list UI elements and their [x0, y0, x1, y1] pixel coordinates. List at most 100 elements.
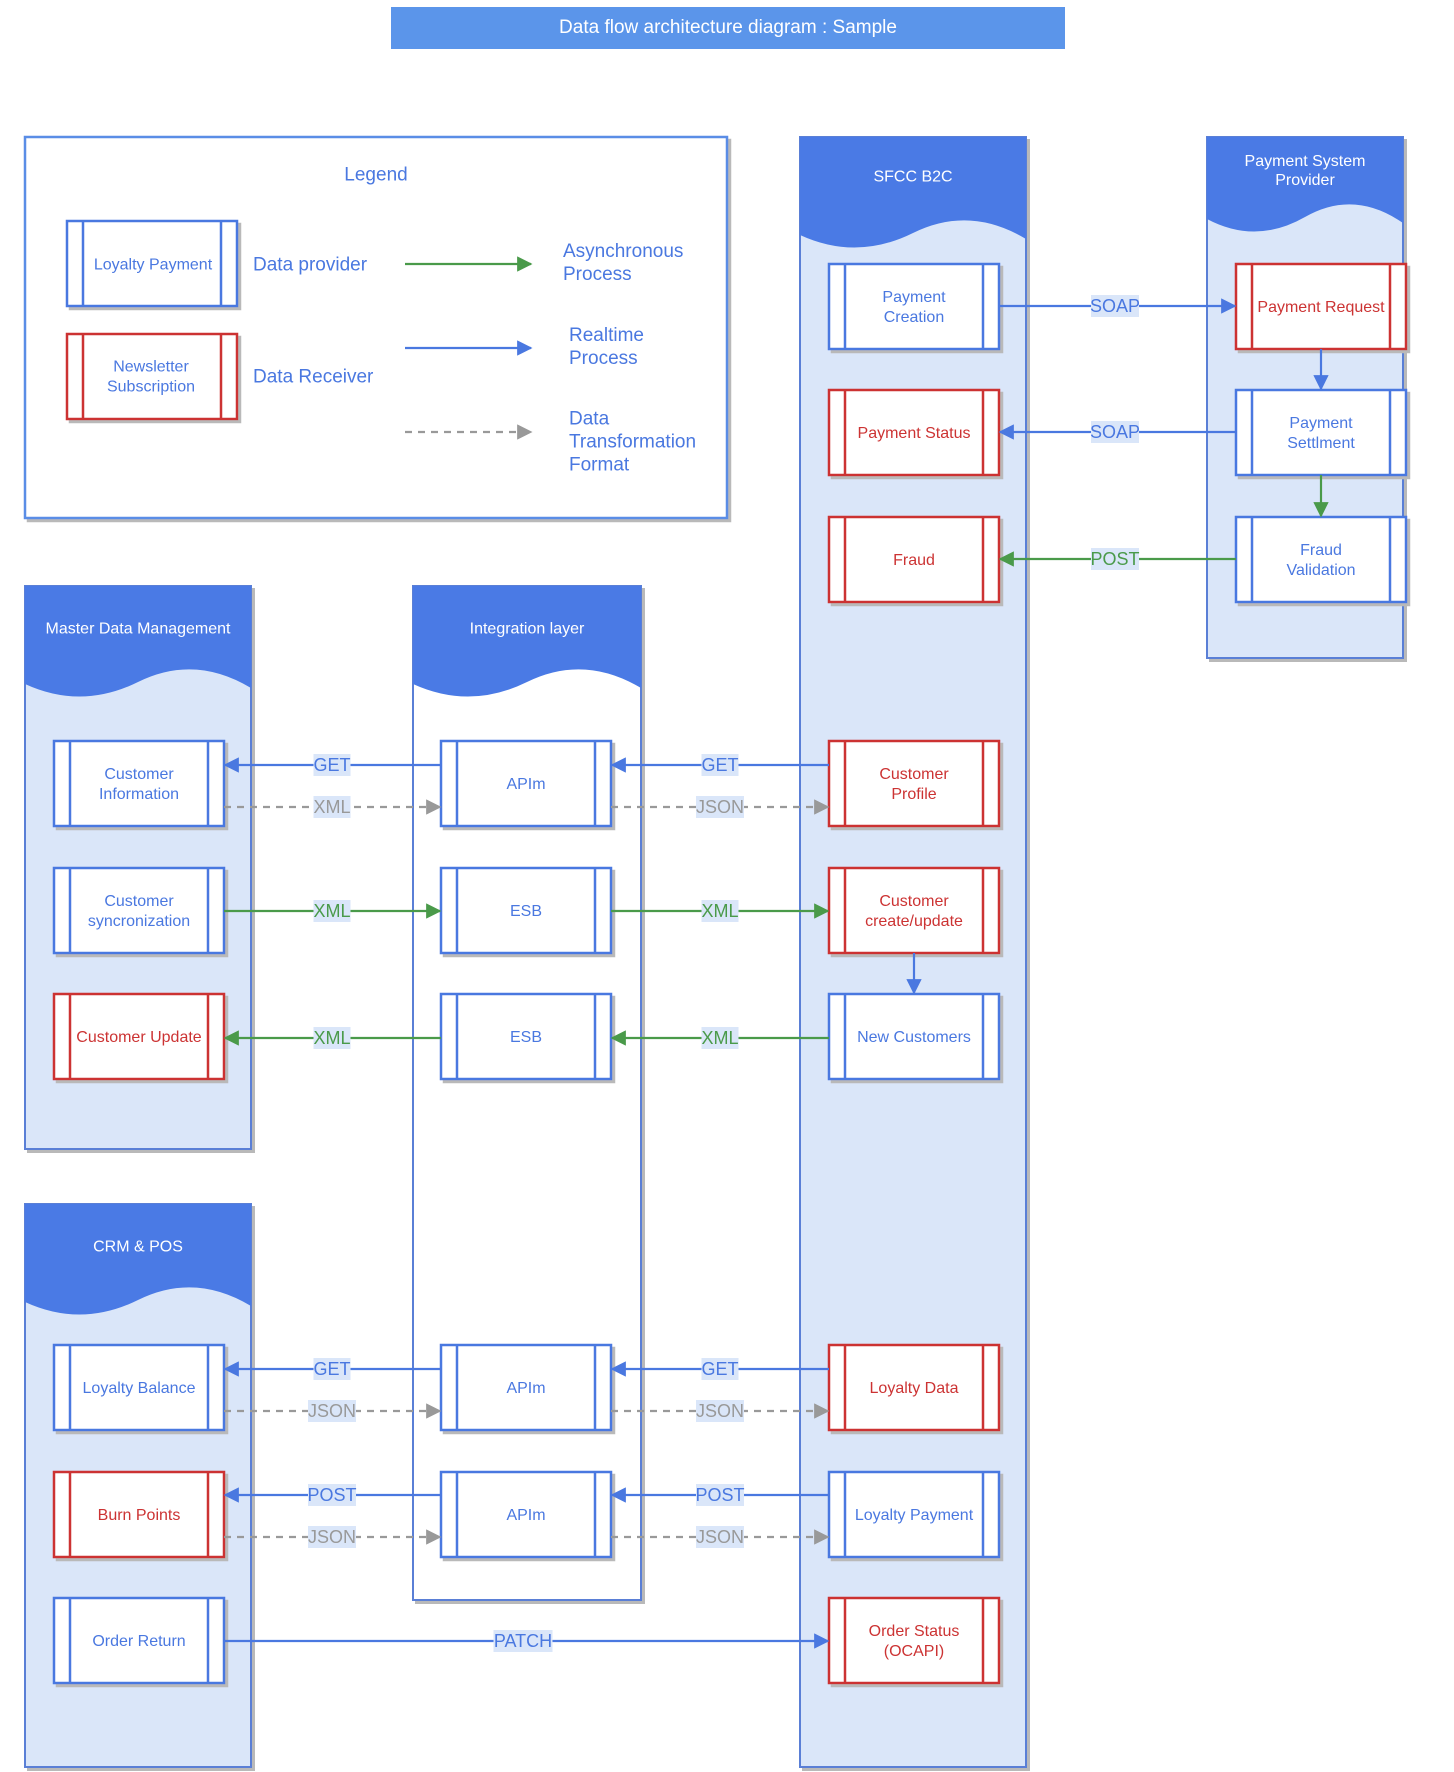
edge-apim-to-loyalty-data: JSON — [611, 1400, 830, 1422]
box-esb-1-label: ESB — [510, 903, 542, 920]
box-order-status-label: Order Status(OCAPI) — [869, 1623, 960, 1660]
legend-provider-box: Loyalty Payment — [65, 219, 239, 308]
edge-apim-to-burn-points-label: POST — [307, 1485, 356, 1505]
box-new-customers-label: New Customers — [857, 1029, 971, 1046]
edge-burn-points-to-apim: JSON — [224, 1526, 442, 1548]
box-order-return-label: Order Return — [92, 1633, 185, 1650]
box-order-return: Order Return — [52, 1596, 226, 1685]
lane-master-data-management-title: Master Data Management — [46, 621, 232, 638]
box-payment-request: Payment Request — [1234, 262, 1408, 351]
edge-loyalty-data-to-apim: GET — [610, 1358, 829, 1380]
box-customer-update: Customer Update — [52, 992, 226, 1081]
edge-apim-to-loyalty-payment: JSON — [611, 1526, 830, 1548]
edge-loyalty-balance-to-apim-label: JSON — [308, 1401, 356, 1421]
edge-new-customers-to-esb: XML — [610, 1027, 829, 1049]
box-new-customers: New Customers — [827, 992, 1001, 1081]
box-loyalty-data: Loyalty Data — [827, 1343, 1001, 1432]
legend-receiver-label: Data Receiver — [253, 367, 374, 388]
edge-fraud-validation-to-fraud-label: POST — [1090, 549, 1139, 569]
edge-customer-profile-to-apim: GET — [610, 754, 829, 776]
edge-fraud-validation-to-fraud: POST — [998, 548, 1236, 570]
box-loyalty-balance-label: Loyalty Balance — [83, 1380, 196, 1397]
lane-crm-pos-title: CRM & POS — [93, 1239, 183, 1256]
box-burn-points: Burn Points — [52, 1470, 226, 1559]
edge-customer-sync-to-esb: XML — [224, 900, 442, 922]
box-payment-status-label: Payment Status — [858, 425, 971, 442]
edge-loyalty-payment-to-apim-label: POST — [695, 1485, 744, 1505]
edge-apim-to-loyalty-payment-label: JSON — [696, 1527, 744, 1547]
edge-apim-to-loyalty-balance-label: GET — [313, 1359, 350, 1379]
box-loyalty-data-label: Loyalty Data — [870, 1380, 959, 1397]
edge-apim-to-customer-profile-label: JSON — [696, 797, 744, 817]
edge-customer-profile-to-apim-label: GET — [701, 755, 738, 775]
box-apim-3: APIm — [439, 1470, 613, 1559]
edge-esb-to-customer-create-update-label: XML — [701, 901, 738, 921]
edge-loyalty-balance-to-apim: JSON — [224, 1400, 442, 1422]
box-loyalty-balance: Loyalty Balance — [52, 1343, 226, 1432]
edge-apim-to-loyalty-balance: GET — [223, 1358, 441, 1380]
edge-apim-to-loyalty-data-label: JSON — [696, 1401, 744, 1421]
edge-esb-to-customer-create-update: XML — [611, 900, 830, 922]
box-apim-1-label: APIm — [506, 776, 545, 793]
legend-provider-label: Data provider — [253, 255, 368, 276]
edge-new-customers-to-esb-label: XML — [701, 1028, 738, 1048]
edge-loyalty-payment-to-apim: POST — [610, 1484, 829, 1506]
lane-sfcc-b2c-title: SFCC B2C — [873, 169, 952, 186]
box-apim-1: APIm — [439, 739, 613, 828]
lane-integration-layer: Integration layer — [412, 585, 642, 1601]
box-order-status: Order Status(OCAPI) — [827, 1596, 1001, 1685]
edge-payment-creation-to-request-label: SOAP — [1090, 296, 1140, 316]
edge-apim-to-burn-points: POST — [223, 1484, 441, 1506]
edge-apim-to-customer-information-label: GET — [313, 755, 350, 775]
box-apim-2-label: APIm — [506, 1380, 545, 1397]
box-loyalty-payment: Loyalty Payment — [827, 1470, 1001, 1559]
diagram-title-bar: Data flow architecture diagram : Sample — [391, 7, 1065, 49]
lane-integration-layer-title: Integration layer — [470, 621, 585, 638]
box-esb-2: ESB — [439, 992, 613, 1081]
box-apim-2: APIm — [439, 1343, 613, 1432]
legend-provider-box-label: Loyalty Payment — [94, 257, 213, 274]
edge-order-return-to-order-status-label: PATCH — [494, 1631, 552, 1651]
edge-esb-to-customer-update-label: XML — [313, 1028, 350, 1048]
box-fraud: Fraud — [827, 515, 1001, 604]
edge-burn-points-to-apim-label: JSON — [308, 1527, 356, 1547]
diagram-title: Data flow architecture diagram : Sample — [559, 17, 897, 38]
box-customer-update-label: Customer Update — [76, 1029, 201, 1046]
box-burn-points-label: Burn Points — [98, 1507, 181, 1524]
edge-customer-information-to-apim: XML — [224, 796, 442, 818]
edge-payment-creation-to-request: SOAP — [999, 295, 1237, 317]
edge-esb-to-customer-update: XML — [223, 1027, 441, 1049]
box-loyalty-payment-label: Loyalty Payment — [855, 1507, 974, 1524]
box-payment-request-label: Payment Request — [1257, 299, 1385, 316]
box-payment-status: Payment Status — [827, 388, 1001, 477]
edge-settlement-to-status-label: SOAP — [1090, 422, 1140, 442]
edge-order-return-to-order-status: PATCH — [224, 1630, 830, 1652]
box-apim-3-label: APIm — [506, 1507, 545, 1524]
edge-settlement-to-status: SOAP — [998, 421, 1236, 443]
box-fraud-label: Fraud — [893, 552, 935, 569]
legend-title: Legend — [344, 165, 407, 186]
box-esb-2-label: ESB — [510, 1029, 542, 1046]
